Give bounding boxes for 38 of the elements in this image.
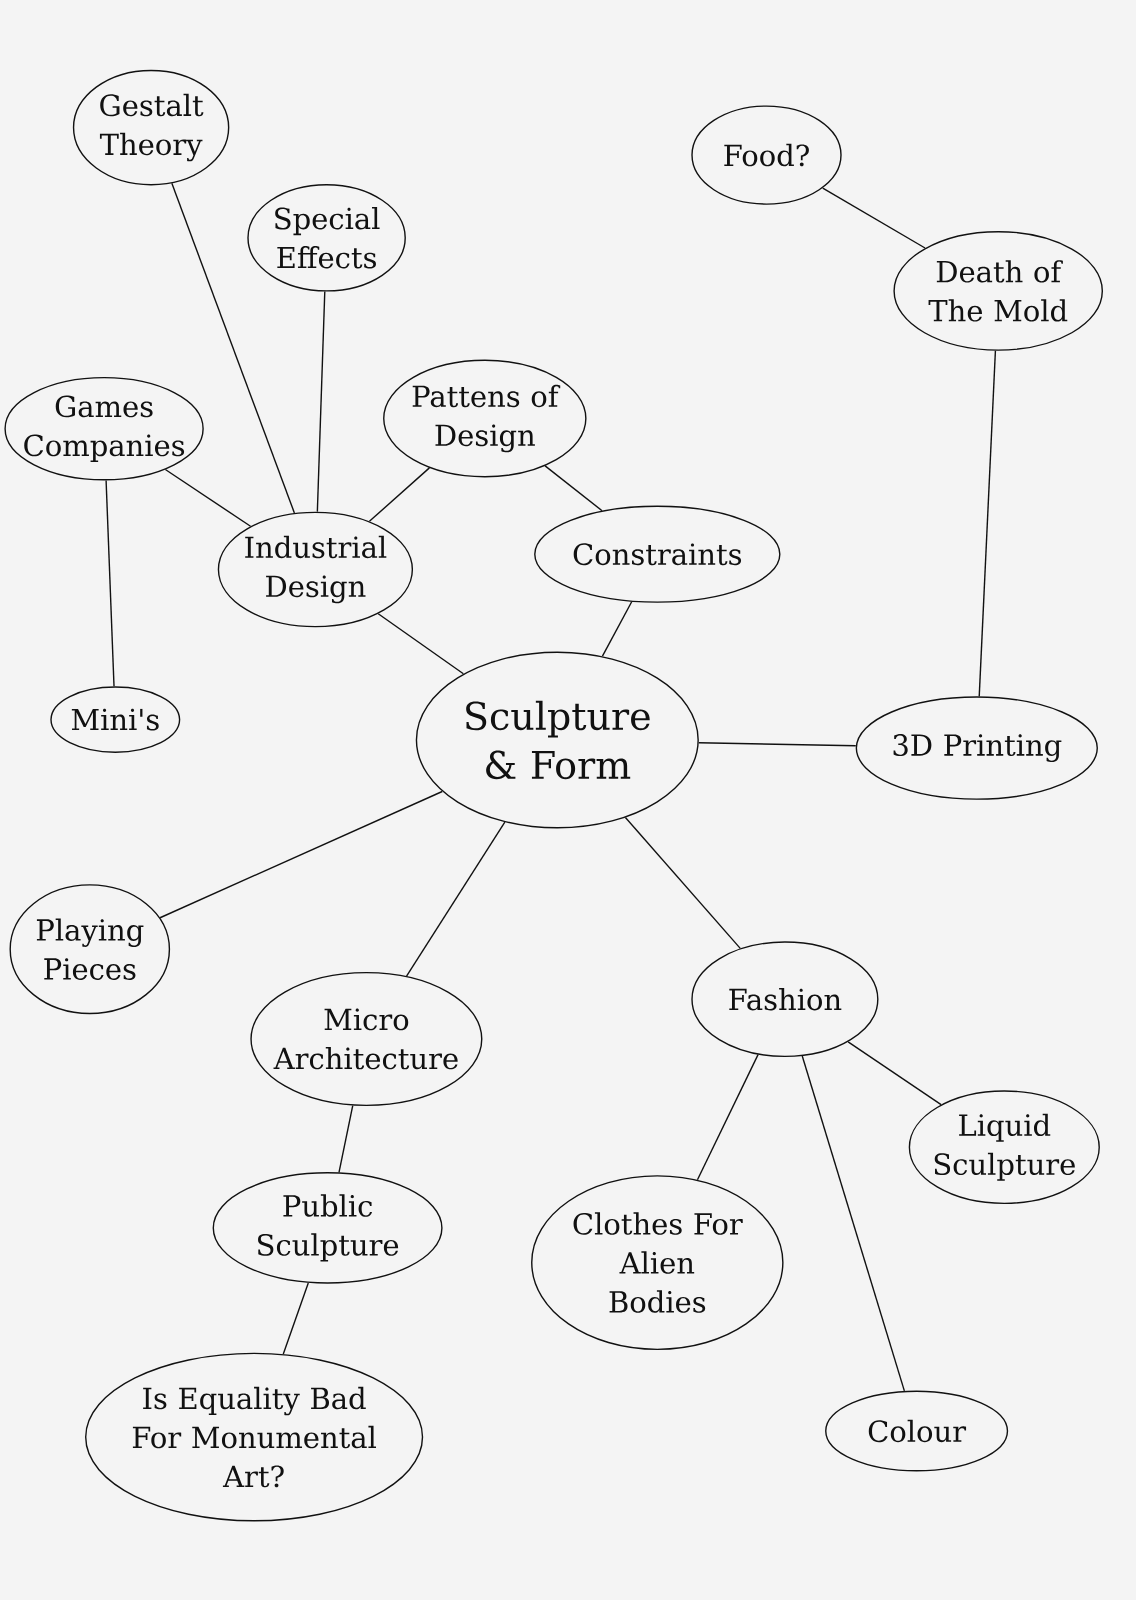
connector-line [282, 1282, 309, 1355]
ellipse-node: Liquid Sculpture [908, 1090, 1100, 1205]
connector-line [544, 465, 603, 512]
ellipse-node: Micro Architecture [250, 971, 483, 1107]
ellipse-node: Is Equality Bad For Monumental Art? [85, 1352, 424, 1522]
connector-line [698, 742, 857, 747]
ellipse-node: Playing Pieces [9, 884, 171, 1015]
connector-line [696, 1053, 759, 1181]
ellipse-node: Sculpture & Form [415, 651, 699, 829]
ellipse-node: Clothes For Alien Bodies [531, 1175, 784, 1351]
connector-line [159, 790, 443, 919]
connector-line [405, 821, 506, 977]
ellipse-node: Pattens of Design [383, 359, 587, 478]
ellipse-node: Special Effects [247, 184, 406, 292]
connector-line [377, 613, 465, 675]
connector-line [316, 290, 326, 513]
connector-line [847, 1041, 942, 1106]
ellipse-node: Public Sculpture [212, 1172, 443, 1284]
ellipse-node: Gestalt Theory [72, 69, 230, 186]
connector-line [171, 182, 296, 514]
ellipse-node: Food? [691, 105, 842, 205]
ellipse-node: Fashion [691, 941, 879, 1058]
connector-line [164, 468, 252, 527]
ellipse-node: 3D Printing [855, 696, 1098, 800]
connector-line [624, 816, 741, 950]
connector-line [822, 187, 926, 249]
ellipse-node: Colour [825, 1390, 1009, 1472]
ellipse-node: Mini's [50, 686, 181, 753]
ellipse-node: Death of The Mold [893, 231, 1103, 351]
connector-line [105, 479, 115, 687]
ellipse-node: Industrial Design [217, 511, 414, 628]
ellipse-node: Games Companies [4, 376, 204, 481]
connector-line [338, 1104, 354, 1174]
connector-line [978, 350, 997, 698]
ellipse-node: Constraints [534, 505, 781, 603]
connector-line [601, 601, 633, 657]
connector-line [368, 467, 431, 522]
connector-line [801, 1055, 906, 1392]
